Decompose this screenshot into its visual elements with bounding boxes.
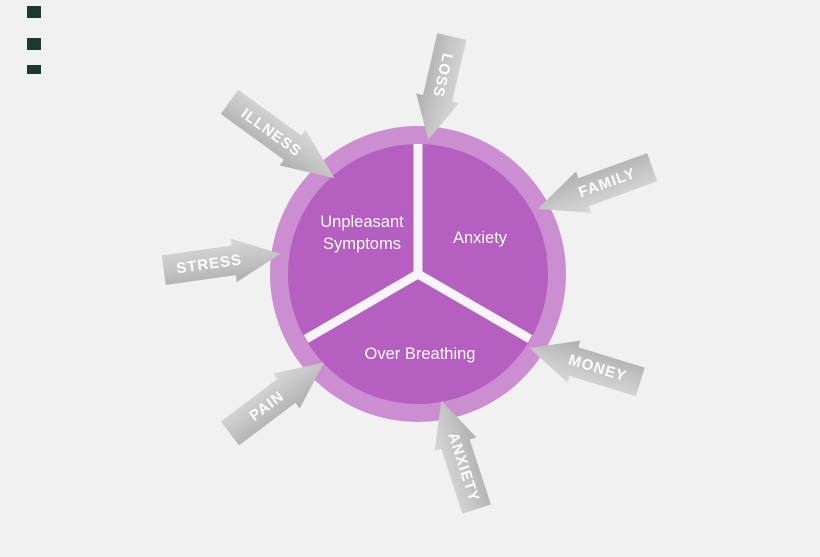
edge-artifact-mark: [27, 38, 41, 50]
segment-label-over-breathing: Over Breathing: [364, 345, 476, 363]
divider-left: [303, 270, 421, 343]
edge-artifact-mark: [27, 6, 41, 18]
segment-dividers: [303, 144, 533, 343]
segment-label-anxiety: Anxiety: [452, 229, 508, 247]
divider-right: [415, 270, 533, 343]
segment-label-unpleasant-symptoms: Unpleasant Symptoms: [320, 213, 404, 254]
edge-artifact-mark: [27, 65, 41, 74]
